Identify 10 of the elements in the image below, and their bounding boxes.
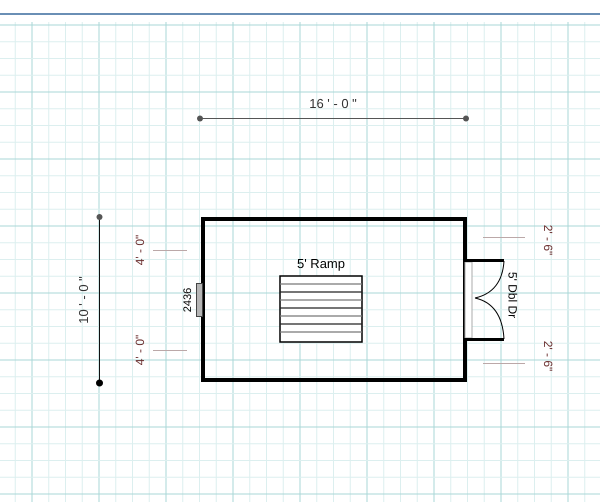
- dimension-label: 4' - 0": [133, 334, 147, 366]
- dimension-label: 10 ' - 0 ": [77, 276, 91, 324]
- dimension-label: 2' - 6": [541, 340, 555, 372]
- room-outline: [201, 217, 467, 382]
- window-label: 2436: [182, 288, 194, 312]
- dimension-label: 2' - 6": [541, 224, 555, 256]
- door-label: 5' Dbl Dr: [506, 272, 518, 318]
- ramp-label: 5' Ramp: [296, 256, 346, 272]
- dimension-label: 4' - 0": [133, 234, 147, 266]
- dimension-label: 16 ' - 0 ": [309, 97, 357, 111]
